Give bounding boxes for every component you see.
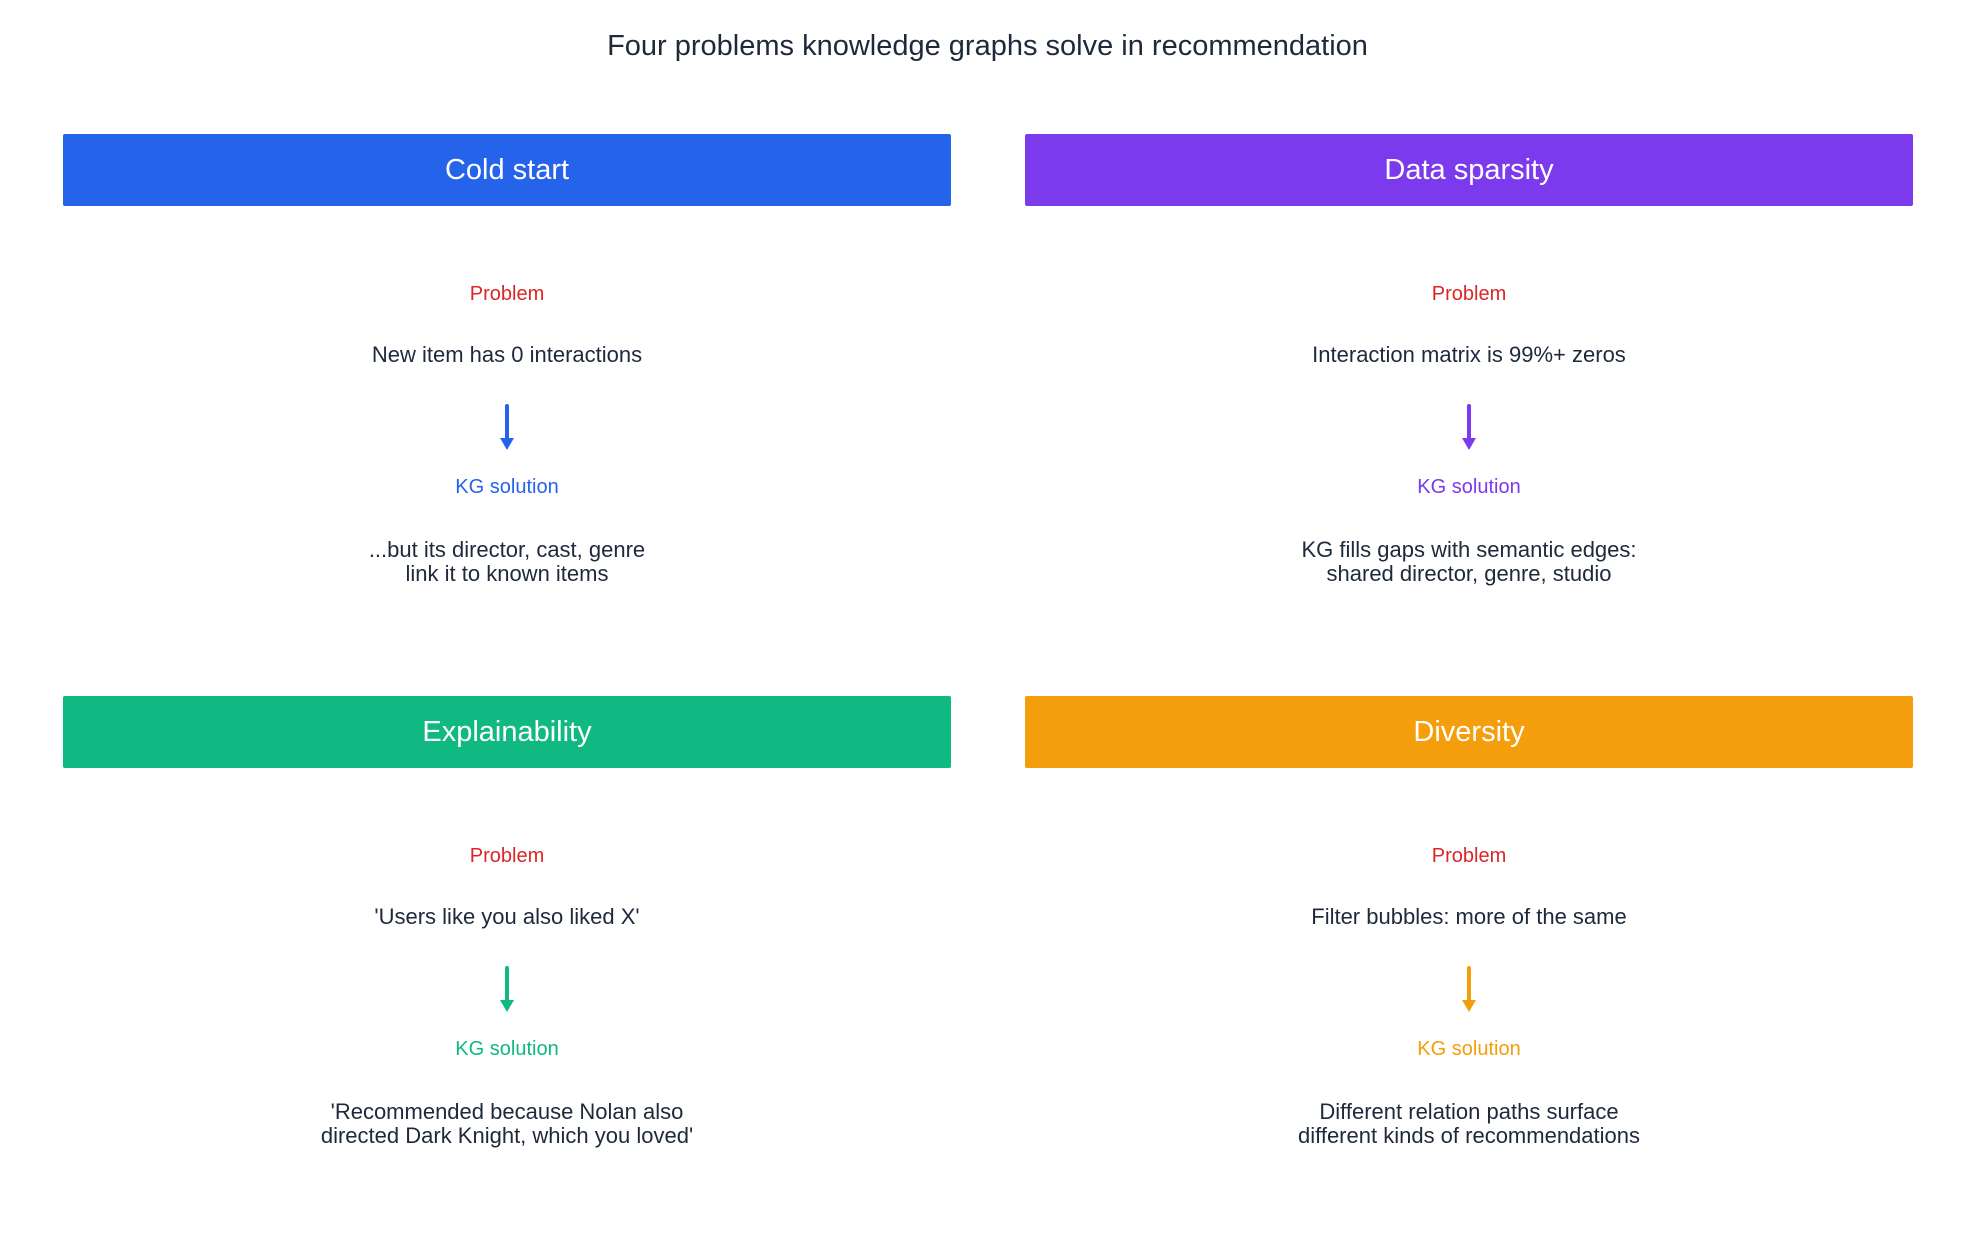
solution-line: 'Recommended because Nolan also <box>330 1099 684 1124</box>
problem-text: New item has 0 interactions <box>371 342 643 367</box>
card-header: Cold start <box>63 134 951 206</box>
solution-text: KG fills gaps with semantic edges:shared… <box>1025 538 1913 586</box>
solution-line: link it to known items <box>405 561 609 586</box>
card-header: Data sparsity <box>1025 134 1913 206</box>
problem-label: Problem <box>469 845 545 867</box>
solution-label: KG solution <box>1417 476 1521 498</box>
card-data-sparsity: Data sparsity Problem Interaction matrix… <box>1025 134 1913 654</box>
solution-line: different kinds of recommendations <box>1298 1123 1640 1148</box>
solution-label: KG solution <box>1417 1038 1521 1060</box>
solution-label: KG solution <box>455 476 559 498</box>
problem-label: Problem <box>1431 845 1507 867</box>
solution-line: Different relation paths surface <box>1319 1099 1619 1124</box>
card-diversity: Diversity Problem Filter bubbles: more o… <box>1025 696 1913 1216</box>
problem-text: Filter bubbles: more of the same <box>1311 904 1627 929</box>
problem-text: Interaction matrix is 99%+ zeros <box>1312 342 1626 367</box>
arrow-down-icon <box>500 966 514 1012</box>
solution-line: ...but its director, cast, genre <box>368 537 646 562</box>
arrow-down-icon <box>500 404 514 450</box>
diagram-title: Four problems knowledge graphs solve in … <box>607 30 1368 62</box>
card-cold-start: Cold start Problem New item has 0 intera… <box>63 134 951 654</box>
problem-label: Problem <box>1431 283 1507 305</box>
arrow-down-icon <box>1462 966 1476 1012</box>
solution-line: shared director, genre, studio <box>1326 561 1612 586</box>
solution-label: KG solution <box>455 1038 559 1060</box>
card-header: Explainability <box>63 696 951 768</box>
problem-text: 'Users like you also liked X' <box>374 904 640 929</box>
problem-label: Problem <box>469 283 545 305</box>
solution-line: directed Dark Knight, which you loved' <box>320 1123 694 1148</box>
card-explainability: Explainability Problem 'Users like you a… <box>63 696 951 1216</box>
solution-line: KG fills gaps with semantic edges: <box>1301 537 1637 562</box>
card-header: Diversity <box>1025 696 1913 768</box>
arrow-down-icon <box>1462 404 1476 450</box>
